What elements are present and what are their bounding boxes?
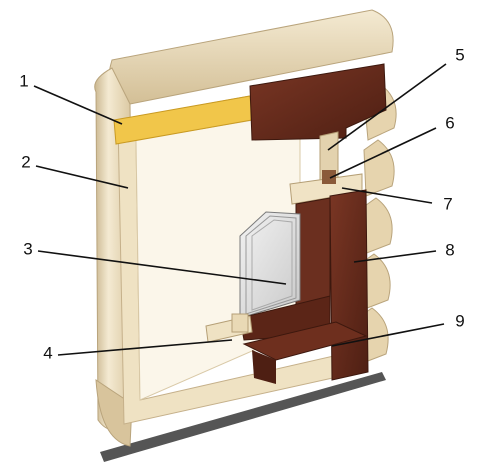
leader-8 xyxy=(353,250,437,263)
side-casing xyxy=(329,189,369,381)
top-casing xyxy=(249,63,387,141)
leader-5 xyxy=(327,63,447,151)
callout-4: 4 xyxy=(43,343,52,362)
callout-1: 1 xyxy=(19,71,28,90)
leader-3 xyxy=(37,250,287,285)
leader-9 xyxy=(331,323,445,347)
callout-9: 9 xyxy=(455,311,464,330)
sill-block xyxy=(231,313,249,333)
ground-shadow xyxy=(100,372,386,462)
outer-sill-front xyxy=(252,350,276,384)
leader-7 xyxy=(341,187,433,204)
callout-7: 7 xyxy=(443,194,452,213)
leader-2 xyxy=(35,165,129,189)
callout-labels: 1 2 3 4 5 6 7 8 9 xyxy=(19,45,464,362)
outer-sill-board xyxy=(242,321,368,361)
seal-block xyxy=(322,170,336,184)
callout-3: 3 xyxy=(23,239,32,258)
left-log-end xyxy=(95,379,133,447)
leader-1 xyxy=(33,85,123,125)
callout-2: 2 xyxy=(21,152,30,171)
callout-8: 8 xyxy=(445,240,454,259)
leader-lines xyxy=(33,63,447,356)
leader-6 xyxy=(329,127,437,179)
callout-6: 6 xyxy=(445,113,454,132)
callout-5: 5 xyxy=(455,45,464,64)
right-log-ends xyxy=(357,83,397,365)
glass-unit xyxy=(239,211,301,319)
leader-4 xyxy=(57,339,233,356)
